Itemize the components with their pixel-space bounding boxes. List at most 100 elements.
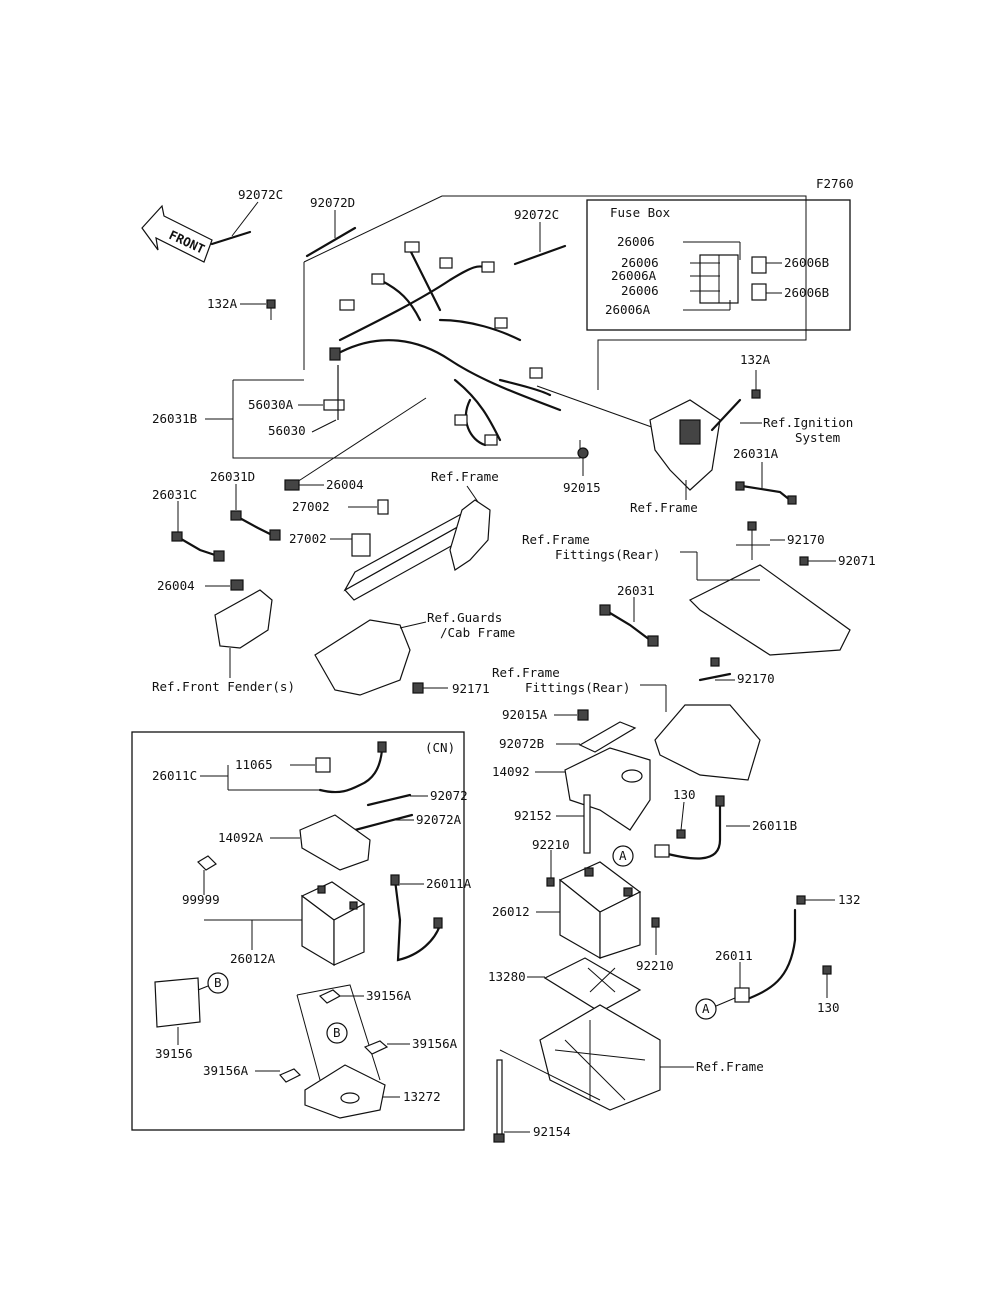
bolt-132A bbox=[266, 299, 276, 309]
bolt-92170-b bbox=[710, 657, 720, 667]
bracket-ref-frame bbox=[649, 399, 721, 491]
cable-26011 bbox=[743, 908, 797, 1002]
label-26031D: 26031D bbox=[210, 469, 255, 484]
label-39156A-a: 39156A bbox=[366, 988, 412, 1003]
label-27002: 27002 bbox=[292, 499, 330, 514]
bolt-92154 bbox=[496, 1059, 503, 1137]
battery-26012 bbox=[558, 861, 642, 960]
nut-92071 bbox=[799, 556, 809, 566]
label-26011B: 26011B bbox=[752, 818, 797, 833]
label-99999: 99999 bbox=[182, 892, 220, 907]
ref-fittings-b-1: Ref.Frame bbox=[492, 665, 560, 680]
bolt-132 bbox=[796, 895, 806, 905]
label-132: 132 bbox=[838, 892, 861, 907]
fuse-label-26006-2: 26006 bbox=[621, 255, 659, 270]
fuse-box-title: Fuse Box bbox=[610, 205, 671, 220]
ref-frame-center-rail bbox=[343, 499, 491, 601]
label-39156A-c: 39156A bbox=[203, 1063, 249, 1078]
label-26031A: 26031A bbox=[733, 446, 779, 461]
connector-26004 bbox=[284, 479, 300, 491]
cable-26011A bbox=[393, 878, 442, 962]
cap-11065 bbox=[315, 757, 331, 773]
label-26031B: 26031B bbox=[152, 411, 197, 426]
clip-56030A bbox=[323, 399, 345, 411]
label-130: 130 bbox=[673, 787, 696, 802]
marker-A-2 bbox=[695, 998, 717, 1020]
label-26011C: 26011C bbox=[152, 768, 197, 783]
ignition-lead bbox=[710, 398, 742, 432]
ref-fittings-b-2: Fittings(Rear) bbox=[525, 680, 630, 695]
label-39156A-b: 39156A bbox=[412, 1036, 458, 1051]
label-plate-39156 bbox=[154, 977, 201, 1028]
label-92072: 92072 bbox=[430, 788, 468, 803]
fuse-label-26006A-1: 26006A bbox=[611, 268, 657, 283]
bracket-front-fender bbox=[214, 589, 273, 649]
label-26011: 26011 bbox=[715, 948, 753, 963]
fuse-label-26006-1: 26006 bbox=[617, 234, 655, 249]
fuse-label-26006B-2: 26006B bbox=[784, 285, 829, 300]
label-130-b: 130 bbox=[817, 1000, 840, 1015]
connector-26004-b bbox=[230, 579, 244, 591]
ref-ignition-1: Ref.Ignition bbox=[763, 415, 853, 430]
marker-A-1-text: A bbox=[619, 848, 627, 863]
bolt-92152 bbox=[583, 794, 591, 854]
pad-39156A-b bbox=[363, 1040, 389, 1055]
ref-frame-fittings-rear-b bbox=[654, 704, 761, 781]
marker-A-1 bbox=[612, 845, 634, 867]
label-92152: 92152 bbox=[514, 808, 552, 823]
ref-frame-bottom bbox=[539, 1004, 661, 1111]
pad-39156A-a bbox=[318, 989, 342, 1004]
label-26031C: 26031C bbox=[152, 487, 197, 502]
label-92210-b: 92210 bbox=[636, 958, 674, 973]
bracket-13272 bbox=[304, 1064, 386, 1119]
cable-26011B bbox=[658, 798, 722, 860]
bolt-130-b bbox=[822, 965, 832, 975]
bolt-92170 bbox=[747, 521, 757, 531]
label-92072C-b: 92072C bbox=[514, 207, 559, 222]
label-92210: 92210 bbox=[532, 837, 570, 852]
harness-26031 bbox=[603, 608, 652, 642]
ref-front-fender: Ref.Front Fender(s) bbox=[152, 679, 295, 694]
label-11065: 11065 bbox=[235, 757, 273, 772]
label-92015: 92015 bbox=[563, 480, 601, 495]
strap-92072B bbox=[578, 721, 637, 753]
label-132A: 132A bbox=[207, 296, 238, 311]
label-26012: 26012 bbox=[492, 904, 530, 919]
cable-tie-92072C-b bbox=[513, 244, 567, 266]
label-13280: 13280 bbox=[488, 969, 526, 984]
ref-guards-1: Ref.Guards bbox=[427, 610, 502, 625]
label-92072B: 92072B bbox=[499, 736, 544, 751]
ref-fittings-a-2: Fittings(Rear) bbox=[555, 547, 660, 562]
ref-guards-2: /Cab Frame bbox=[440, 625, 515, 640]
label-26004-b: 26004 bbox=[157, 578, 195, 593]
label-39156: 39156 bbox=[155, 1046, 193, 1061]
nut-92210-b bbox=[651, 917, 660, 928]
label-56030: 56030 bbox=[268, 423, 306, 438]
cable-tie-92072C bbox=[210, 230, 252, 246]
label-92072D: 92072D bbox=[310, 195, 355, 210]
harness-26031A bbox=[740, 484, 792, 502]
relay-27002 bbox=[377, 499, 389, 515]
front-arrow-icon: FRONT bbox=[141, 204, 213, 263]
harness-outline bbox=[303, 195, 807, 390]
cable-tie-92072A bbox=[353, 813, 414, 832]
ref-guards-cab-frame bbox=[314, 619, 411, 696]
relay-27002-b bbox=[351, 533, 371, 557]
fuse-label-26006-3: 26006 bbox=[621, 283, 659, 298]
label-92170-b: 92170 bbox=[737, 671, 775, 686]
label-27002-b: 27002 bbox=[289, 531, 327, 546]
ref-fittings-a-1: Ref.Frame bbox=[522, 532, 590, 547]
battery-26012A bbox=[300, 881, 366, 967]
ref-frame-bottom-label: Ref.Frame bbox=[696, 1059, 764, 1074]
fuse-label-26006A-2: 26006A bbox=[605, 302, 651, 317]
figure-code: F2760 bbox=[816, 176, 854, 191]
grommet-92015A bbox=[577, 709, 589, 721]
item-99999 bbox=[197, 855, 217, 871]
label-26004: 26004 bbox=[326, 477, 364, 492]
label-92171: 92171 bbox=[452, 681, 490, 696]
marker-B-2-text: B bbox=[333, 1025, 341, 1040]
label-14092: 14092 bbox=[492, 764, 530, 779]
marker-B-1 bbox=[207, 972, 229, 994]
battery-holder-14092A bbox=[299, 814, 371, 871]
